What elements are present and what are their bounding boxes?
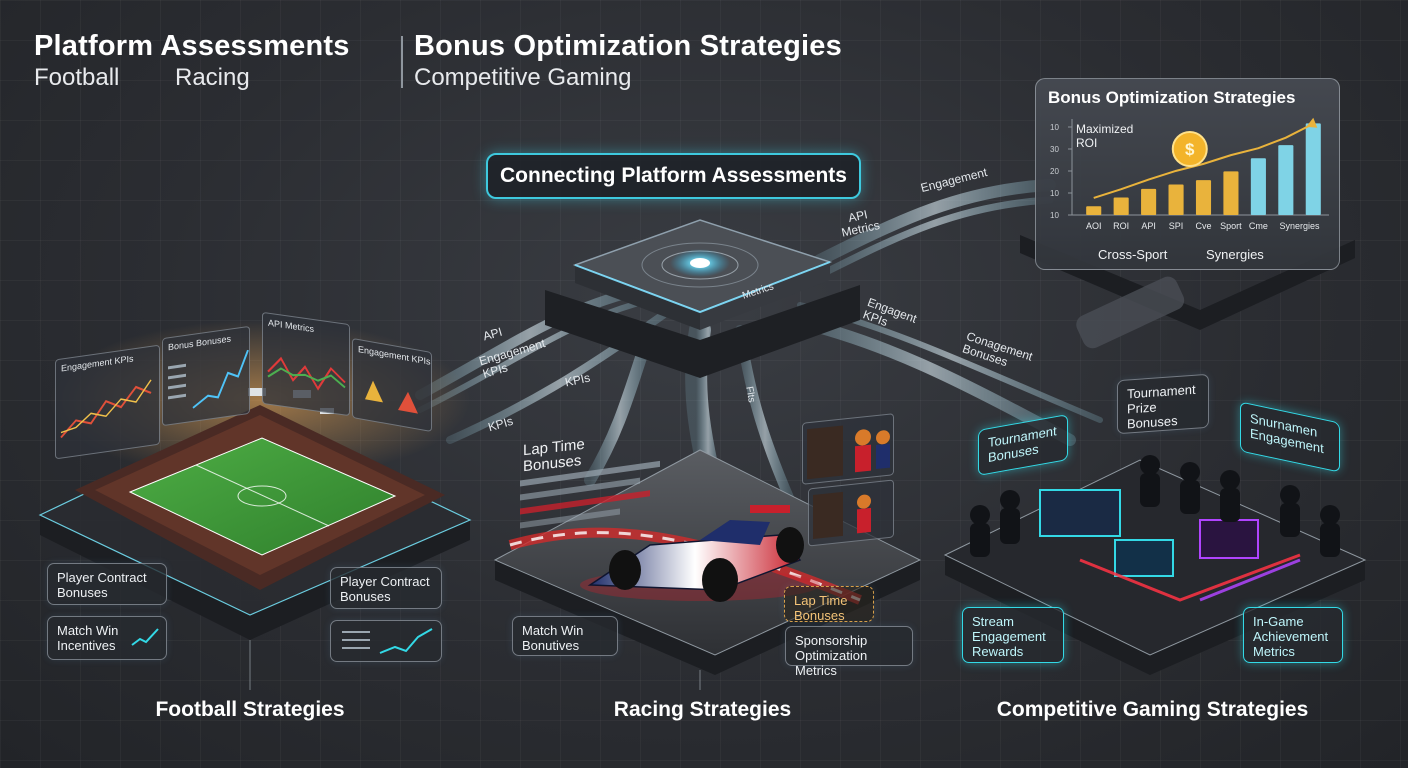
bonus-card-footer-right: Synergies — [1206, 247, 1264, 262]
football-panel-bonus: Bonus Bonuses — [162, 325, 250, 427]
section-connectors — [249, 640, 701, 690]
dollar-coin-symbol: $ — [1185, 140, 1195, 159]
bonus-bar — [1223, 171, 1239, 215]
header-title-left: Platform Assessments — [34, 30, 350, 62]
box-football-mini-chart — [330, 620, 442, 662]
bonus-annotation: Maximized — [1076, 122, 1133, 136]
bonus-y-tick: 10 — [1050, 211, 1059, 220]
racing-strategies-label: Racing Strategies — [613, 698, 792, 721]
dollar-coin-icon — [1171, 131, 1208, 167]
bonus-category-label: API — [1141, 221, 1156, 231]
bonus-card-footer-left: Cross-Sport — [1098, 247, 1168, 262]
bonus-category-label: Cve — [1195, 221, 1211, 231]
bonus-card-base — [1020, 235, 1355, 330]
football-panel-api-metrics: API Metrics — [262, 311, 350, 417]
bonus-category-label: AOI — [1086, 221, 1102, 231]
football-panel-engagement-kpis: Engagement KPIs — [55, 344, 160, 460]
flow-label-center: Flts — [743, 385, 757, 404]
bonus-y-tick: 10 — [1050, 189, 1059, 198]
bonus-annotation: ROI — [1076, 136, 1097, 150]
header-sub-football: Football — [34, 64, 120, 91]
header-sub-racing: Racing — [175, 64, 250, 91]
bonus-bar — [1141, 188, 1157, 215]
mini-trend-icon — [131, 628, 159, 646]
bonus-y-tick: 20 — [1050, 167, 1059, 176]
bonus-category-label: Synergies — [1280, 221, 1321, 231]
mini-line-chart-icon — [342, 628, 433, 654]
bonus-bar — [1113, 197, 1129, 215]
racing-driver-panel-top — [802, 413, 894, 485]
bonus-category-label: Cme — [1249, 221, 1268, 231]
bonus-y-tick: 10 — [1050, 123, 1059, 132]
gaming-strategies-label: Competitive Gaming Strategies — [996, 698, 1309, 721]
header-sub-gaming: Competitive Gaming — [414, 64, 632, 91]
bonus-bar — [1168, 184, 1184, 215]
bonus-category-label: SPI — [1169, 221, 1184, 231]
header-title-right: Bonus Optimization Strategies — [414, 30, 842, 62]
bonus-bar — [1086, 206, 1102, 215]
bonus-y-tick: 30 — [1050, 145, 1059, 154]
race-car-icon — [580, 505, 820, 602]
central-hub-device — [545, 219, 860, 378]
bonus-card-stand — [1076, 276, 1185, 349]
football-strategies-label: Football Strategies — [155, 698, 345, 721]
bonus-trend-line — [1093, 122, 1314, 199]
bonus-bar — [1278, 145, 1294, 215]
header-divider — [401, 36, 403, 88]
bonus-category-label: ROI — [1113, 221, 1129, 231]
bonus-card-title: Bonus Optimization Strategies — [1048, 88, 1296, 107]
bonus-bar — [1305, 123, 1321, 215]
bonus-category-label: Sport — [1220, 221, 1242, 231]
bonus-trend-arrow-icon — [1306, 117, 1318, 128]
football-panel-engagement-right: Engagement KPIs — [352, 337, 432, 433]
bonus-bar — [1195, 180, 1212, 215]
racing-driver-panel-bottom — [808, 479, 894, 547]
bonus-bar — [1250, 158, 1266, 215]
hub-label: Connecting Platform Assessments — [486, 153, 861, 199]
